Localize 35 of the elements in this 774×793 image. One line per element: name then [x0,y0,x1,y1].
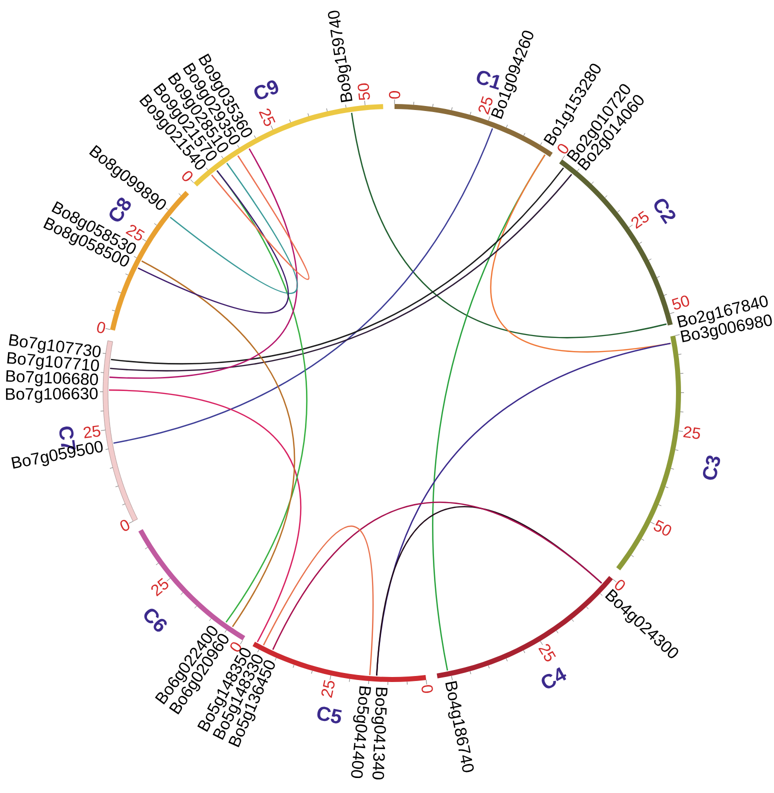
link-curve [141,260,295,628]
tick-label: 25 [84,425,100,438]
gene-label: Bo7g106630 [6,388,98,403]
tick-label: 50 [358,83,370,100]
link-curve [351,112,667,338]
node-label: C3 [702,456,720,480]
tick-label: 25 [683,426,700,439]
gene-label: Bo9g159740 [328,10,352,102]
tick-label: 0 [422,685,433,693]
tick-label: 0 [615,580,625,590]
tick-label: 0 [558,144,568,154]
node-label: C5 [317,706,342,724]
node-label: C9 [254,80,278,100]
tick-label: 25 [151,578,168,596]
tick-label: 0 [97,322,106,334]
link-curve [138,170,289,314]
link-curve [109,148,298,379]
tick-label: 25 [478,96,492,115]
tick-label: 25 [258,108,276,126]
gene-label: Bo5g041400 [351,686,371,778]
link-curve [262,526,374,676]
tick-label: 25 [321,680,335,698]
link-curve [108,389,302,642]
gene-label: Bo7g106680 [6,370,98,386]
tick-label: 25 [631,210,649,229]
gene-label: Bo5g041340 [371,688,388,780]
tick-label: 0 [182,171,193,182]
tick-label: 25 [538,644,556,662]
link-curve [211,155,309,280]
tick-label: 0 [388,91,400,99]
link-curve [170,162,298,294]
tick-label: 50 [654,520,672,536]
link-curve [490,154,671,352]
link-curve [272,502,602,650]
tick-label: 0 [120,520,130,531]
